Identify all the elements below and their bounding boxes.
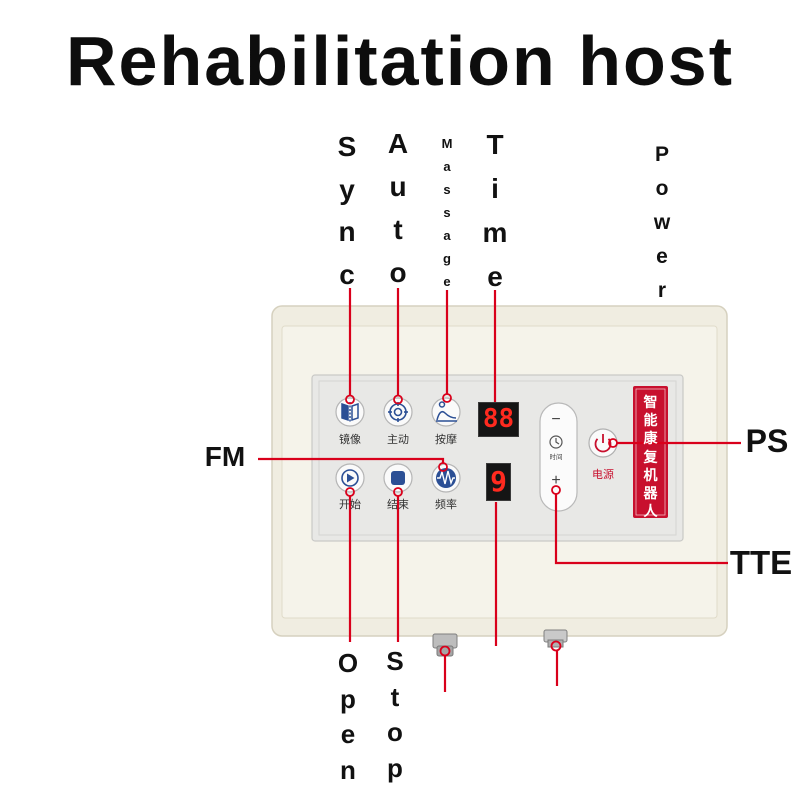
callout-label-power-char: P [654, 143, 669, 166]
massage-icon [436, 401, 457, 422]
callout-label-fm: FM [204, 441, 246, 472]
power-button-label: 电源 [592, 469, 614, 481]
brand-strip-text-char: 复 [643, 448, 658, 465]
callout-label-massage-char: M [441, 135, 453, 151]
button-label-auto: 主动 [387, 434, 409, 446]
button-auto [383, 397, 413, 427]
callout-label-sync-char: c [339, 258, 355, 290]
callout-label-power-char: e [656, 245, 668, 268]
callout-label-time-char: T [486, 129, 504, 160]
callout-label-open-char: n [340, 754, 356, 785]
brand-strip-text-char: 康 [643, 430, 658, 447]
time-plus-button: + [551, 472, 561, 489]
page-title: Rehabilitation host [66, 22, 734, 100]
stop-icon [391, 471, 405, 485]
callout-label-time-char: i [491, 173, 499, 204]
power-icon [594, 434, 612, 453]
callout-label-stop-char: S [386, 646, 404, 676]
callout-label-massage-char: e [443, 273, 451, 289]
button-label-massage: 按摩 [435, 434, 457, 446]
callout-label-open-char: e [340, 719, 356, 749]
wave-icon [436, 468, 456, 488]
callout-label-time-char: m [482, 217, 508, 248]
time-display: 88 [478, 402, 519, 437]
time-control [539, 402, 578, 512]
callout-label-massage-char: a [443, 227, 451, 243]
callout-label-auto-char: A [387, 127, 409, 159]
callout-dot-sync [345, 394, 355, 405]
brand-strip-text-char: 人 [643, 503, 658, 520]
port-right [543, 629, 568, 648]
callout-label-stop-char: t [390, 681, 400, 712]
callout-label-massage-char: g [443, 250, 451, 266]
callout-dot-port-right [550, 640, 562, 652]
callout-label-power-char: w [653, 211, 671, 234]
callout-label-stop-char: o [387, 717, 403, 747]
clock-icon [549, 435, 563, 449]
callout-label-tte: TTE [729, 544, 793, 581]
callout-label-auto-char: o [389, 256, 407, 288]
callout-label-open-char: O [337, 648, 359, 678]
button-label-sync: 镜像 [339, 434, 361, 446]
port-left [432, 633, 458, 657]
time-control-label: 时间 [549, 454, 563, 461]
callout-label-massage-char: s [443, 181, 451, 197]
mirror-icon [341, 402, 359, 422]
callout-label-auto-char: u [389, 170, 407, 202]
callout-label-massage-char: a [443, 158, 451, 174]
play-icon [341, 469, 359, 487]
brand-strip-text-char: 智 [643, 394, 658, 410]
callout-dot-fm [438, 462, 448, 472]
brand-strip [633, 386, 668, 518]
callout-label-ps: PS [745, 423, 789, 459]
time-minus-button: − [551, 411, 561, 428]
callout-lines [258, 288, 741, 692]
callout-label-sync-char: y [339, 173, 355, 205]
brand-strip-text-char: 机 [643, 466, 658, 483]
callout-label-sync-char: n [338, 216, 356, 247]
callout-label-power-char: o [655, 177, 669, 200]
callout-line-tte [554, 494, 728, 565]
callout-label-stop-char: p [387, 752, 403, 783]
level-display: 9 [486, 463, 511, 501]
button-label-open: 开始 [339, 499, 361, 511]
callout-label-time-char: e [487, 261, 503, 292]
brand-strip-text-char: 器 [643, 484, 658, 501]
callout-label-sync-char: S [337, 131, 357, 162]
callout-dot-massage [442, 393, 452, 403]
button-label-stop: 结束 [387, 499, 409, 511]
callout-label-massage-char: s [443, 204, 451, 220]
callout-dot-auto [393, 394, 403, 405]
callout-dot-port-left [439, 645, 451, 657]
callout-label-open-char: p [340, 683, 356, 714]
callout-label-auto-char: t [393, 213, 403, 245]
brand-strip-text-char: 能 [643, 412, 658, 429]
callout-line-fm [258, 457, 445, 463]
callout-label-power-char: r [657, 279, 667, 302]
brand-strip-text: 智能康复机器人 [641, 393, 661, 520]
button-label-frequency: 频率 [435, 499, 457, 511]
